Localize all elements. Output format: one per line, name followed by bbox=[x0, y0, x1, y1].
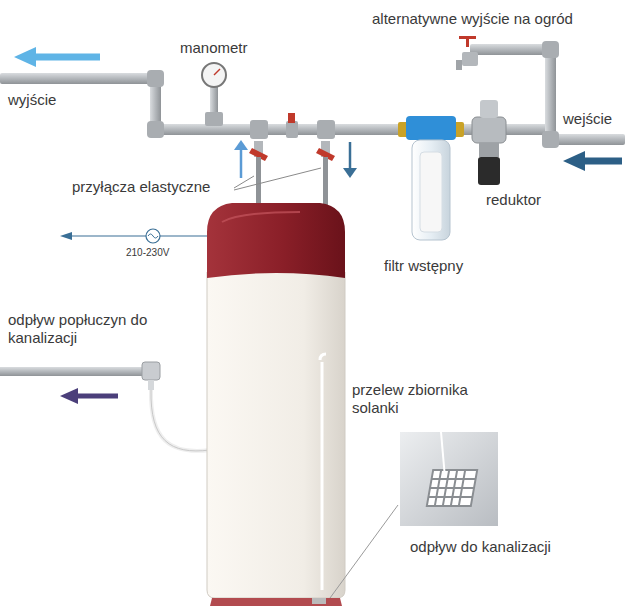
part-label: 210-230V bbox=[126, 247, 169, 259]
part-label: przelew zbiornika solanki bbox=[352, 381, 492, 417]
part-label: przyłącza elastyczne bbox=[72, 178, 210, 196]
part-label: odpływ do kanalizacji bbox=[410, 538, 551, 556]
part-label: wejście bbox=[563, 110, 612, 128]
part-label: manometr bbox=[180, 39, 248, 57]
part-label: reduktor bbox=[486, 191, 541, 209]
part-label: filtr wstępny bbox=[384, 257, 463, 275]
part-label: alternatywne wyjście na ogród bbox=[372, 10, 573, 28]
part-label: wyjście bbox=[8, 91, 56, 109]
part-label: odpływ popłuczyn do kanalizacji bbox=[8, 311, 148, 347]
